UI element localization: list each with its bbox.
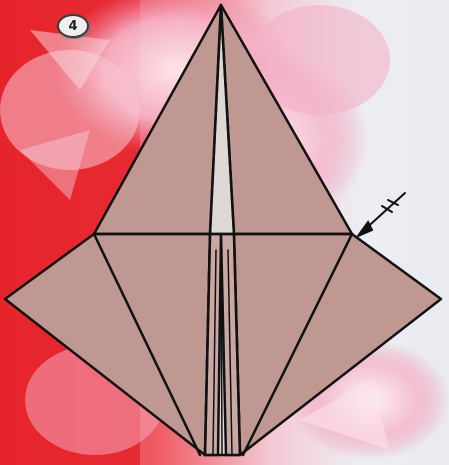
step-number-badge: 4 xyxy=(57,14,89,38)
center-seam xyxy=(221,234,222,455)
step-number: 4 xyxy=(68,19,77,34)
